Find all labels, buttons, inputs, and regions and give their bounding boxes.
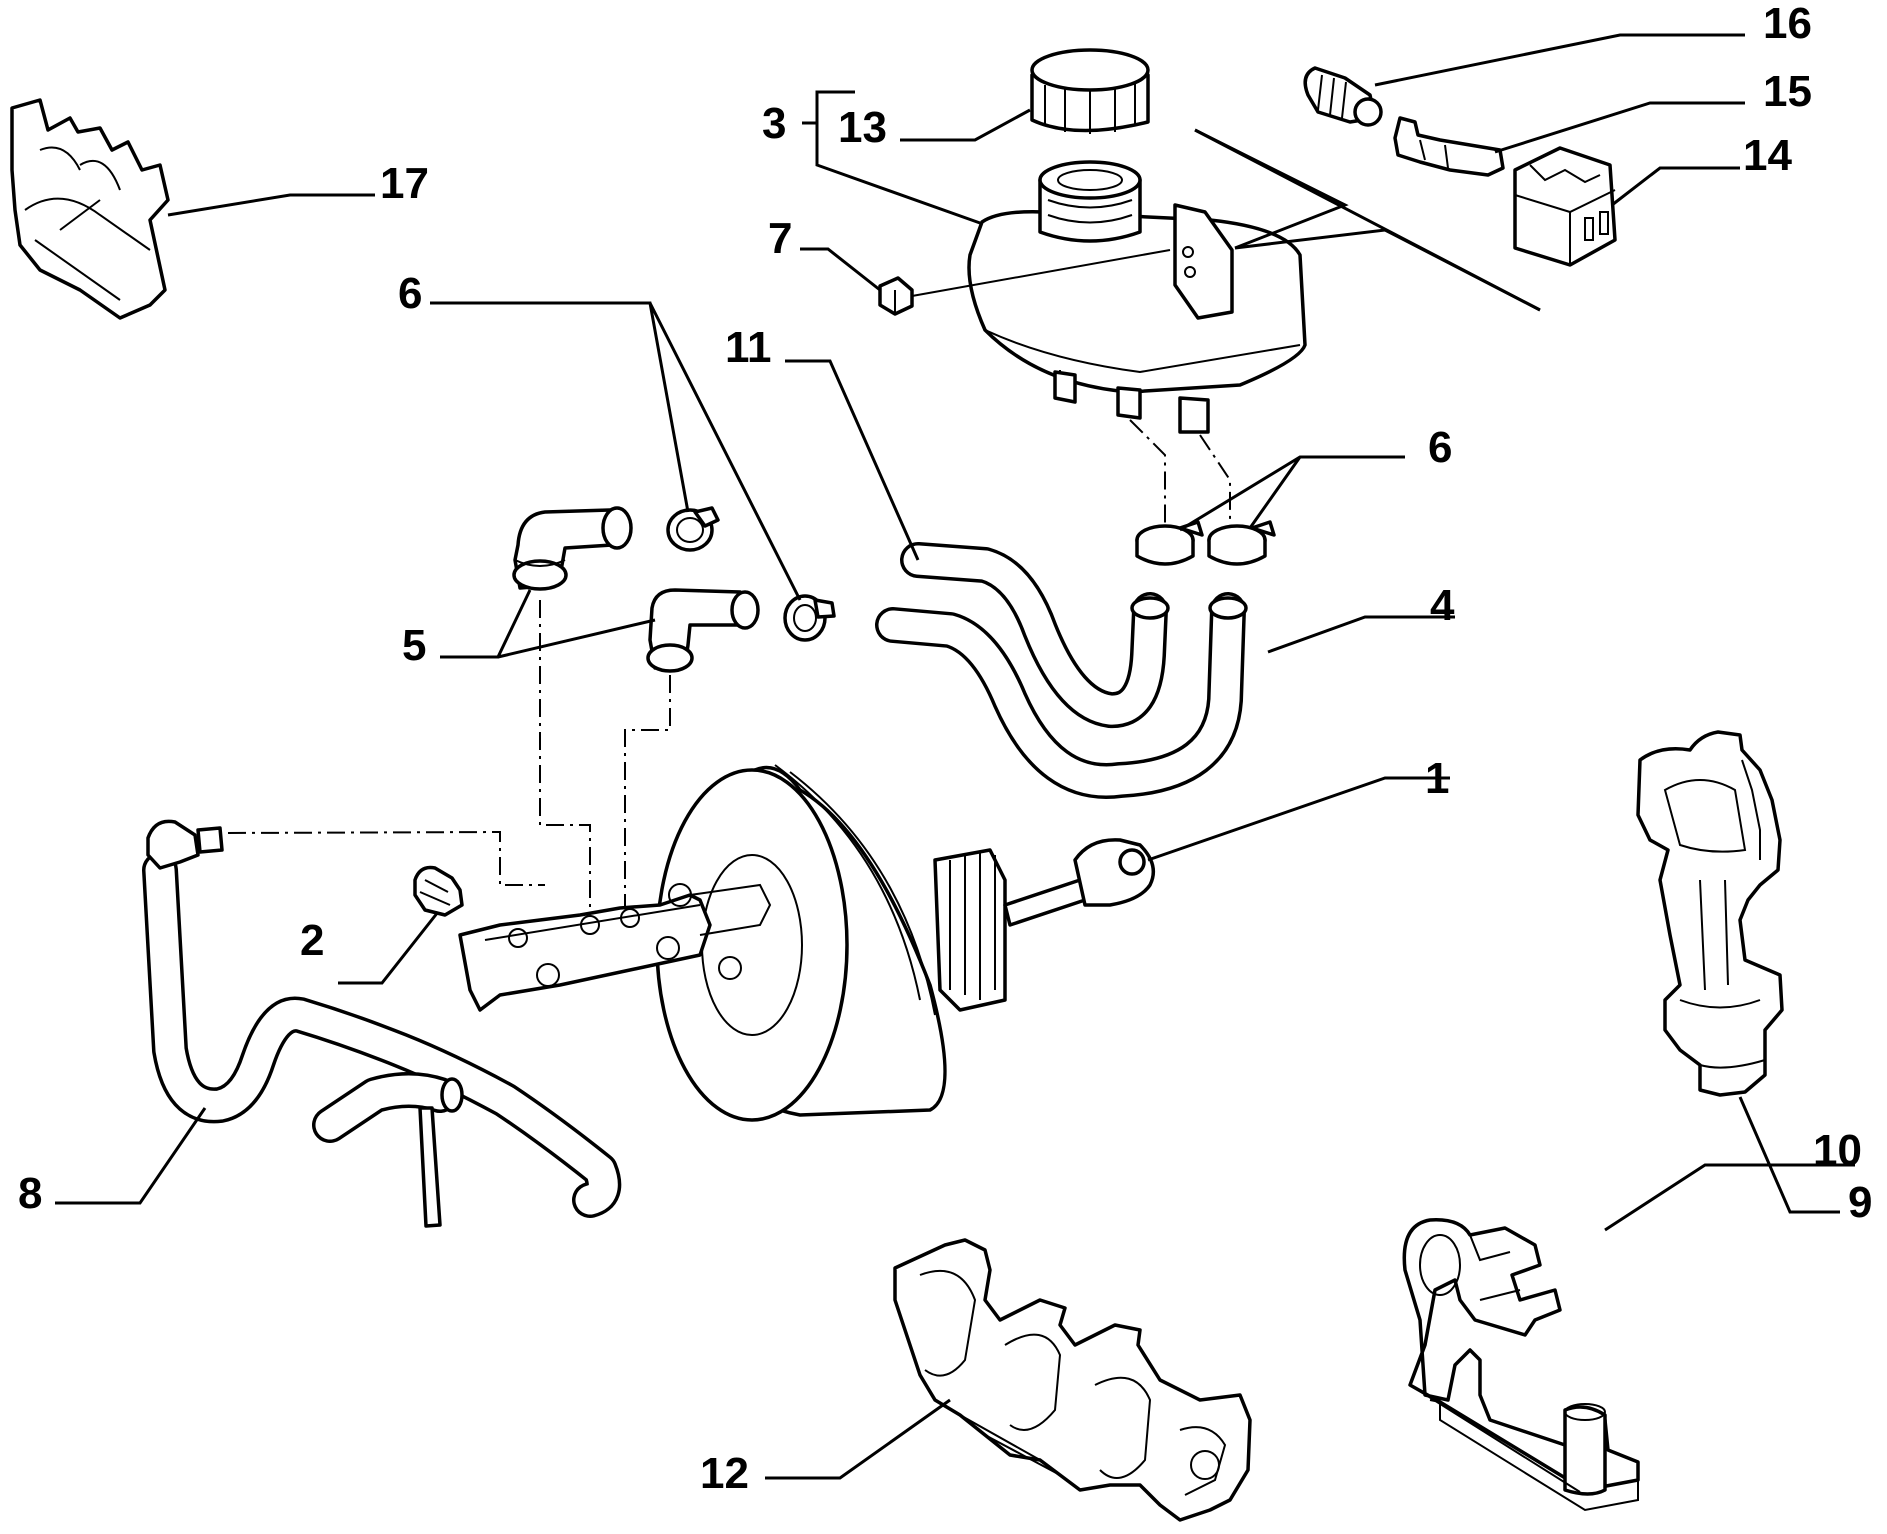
leader-13 [900, 108, 1031, 142]
leader-15 [1494, 101, 1745, 154]
fitting-5a-mount-line [539, 600, 591, 935]
bracket-part-9 [1636, 730, 1784, 1097]
callout-14: 14 [1743, 131, 1792, 180]
leader-6-left [430, 301, 802, 601]
nut-part-7 [878, 276, 914, 316]
callout-11: 11 [725, 323, 772, 372]
callout-9: 9 [1848, 1178, 1872, 1227]
reservoir-feature-lines [1194, 128, 1541, 312]
callout-16: 16 [1763, 0, 1812, 48]
feed-hose-part-11 [900, 542, 1170, 728]
hose-clamp-part-6-d [1207, 520, 1276, 566]
elbow-fitting-part-5-a [512, 506, 633, 591]
terminal-part-15 [1393, 116, 1505, 177]
callout-15: 15 [1763, 67, 1812, 116]
feed-hose-part-4 [875, 592, 1248, 799]
leader-1 [1147, 776, 1450, 862]
leader-4 [1267, 615, 1455, 654]
hose-clamp-part-6-b [783, 594, 836, 642]
callout-10: 10 [1813, 1126, 1862, 1175]
connector-housing-part-14 [1513, 146, 1617, 267]
fitting-5b-mount-line [624, 675, 671, 935]
callout-6-left: 6 [398, 269, 422, 318]
hose-clamp-part-6-a [666, 506, 720, 552]
leader-11 [785, 359, 920, 561]
vacuum-hose-mount-line [227, 830, 545, 886]
callout-2: 2 [300, 916, 324, 965]
fluid-reservoir-part-3 [967, 160, 1307, 530]
hose-clip-part-12 [893, 1238, 1252, 1522]
leader-lines [55, 33, 1855, 1480]
bracket-part-10 [1402, 1218, 1640, 1512]
leader-3 [802, 90, 981, 225]
seal-part-16 [1303, 66, 1383, 127]
callout-17: 17 [380, 159, 429, 208]
callout-7: 7 [768, 214, 792, 263]
hose-clip-part-17 [10, 98, 170, 320]
leader-16 [1374, 33, 1745, 87]
callout-labels: 1 2 3 4 5 6 6 7 8 9 10 11 12 13 14 15 16… [18, 0, 1872, 1498]
leader-5 [440, 589, 656, 659]
leader-2 [338, 911, 440, 985]
leader-14 [1611, 166, 1740, 207]
callout-1: 1 [1425, 754, 1449, 803]
leader-12 [765, 1398, 951, 1480]
leader-8 [55, 1107, 207, 1205]
leader-7 [800, 247, 881, 292]
callout-8: 8 [18, 1169, 42, 1218]
leader-9 [1738, 1096, 1840, 1214]
callout-6-right: 6 [1428, 423, 1452, 472]
leader-17 [167, 193, 375, 217]
hose-clamp-part-6-c [1135, 520, 1204, 566]
callout-13: 13 [838, 103, 887, 152]
reservoir-cap-part-13 [1030, 48, 1150, 134]
callout-12: 12 [700, 1449, 749, 1498]
leader-10 [1604, 1163, 1855, 1232]
leader-6-right [1179, 455, 1405, 532]
nut-to-reservoir-line [911, 249, 1171, 297]
callout-4: 4 [1430, 581, 1455, 630]
elbow-fitting-part-5-b [646, 588, 760, 673]
callout-5: 5 [402, 621, 426, 670]
master-cylinder [458, 883, 772, 1012]
brake-booster-part-1 [655, 764, 1156, 1122]
plug-part-2 [413, 865, 464, 917]
vacuum-hose-part-8 [142, 819, 622, 1228]
callout-3: 3 [762, 99, 786, 148]
